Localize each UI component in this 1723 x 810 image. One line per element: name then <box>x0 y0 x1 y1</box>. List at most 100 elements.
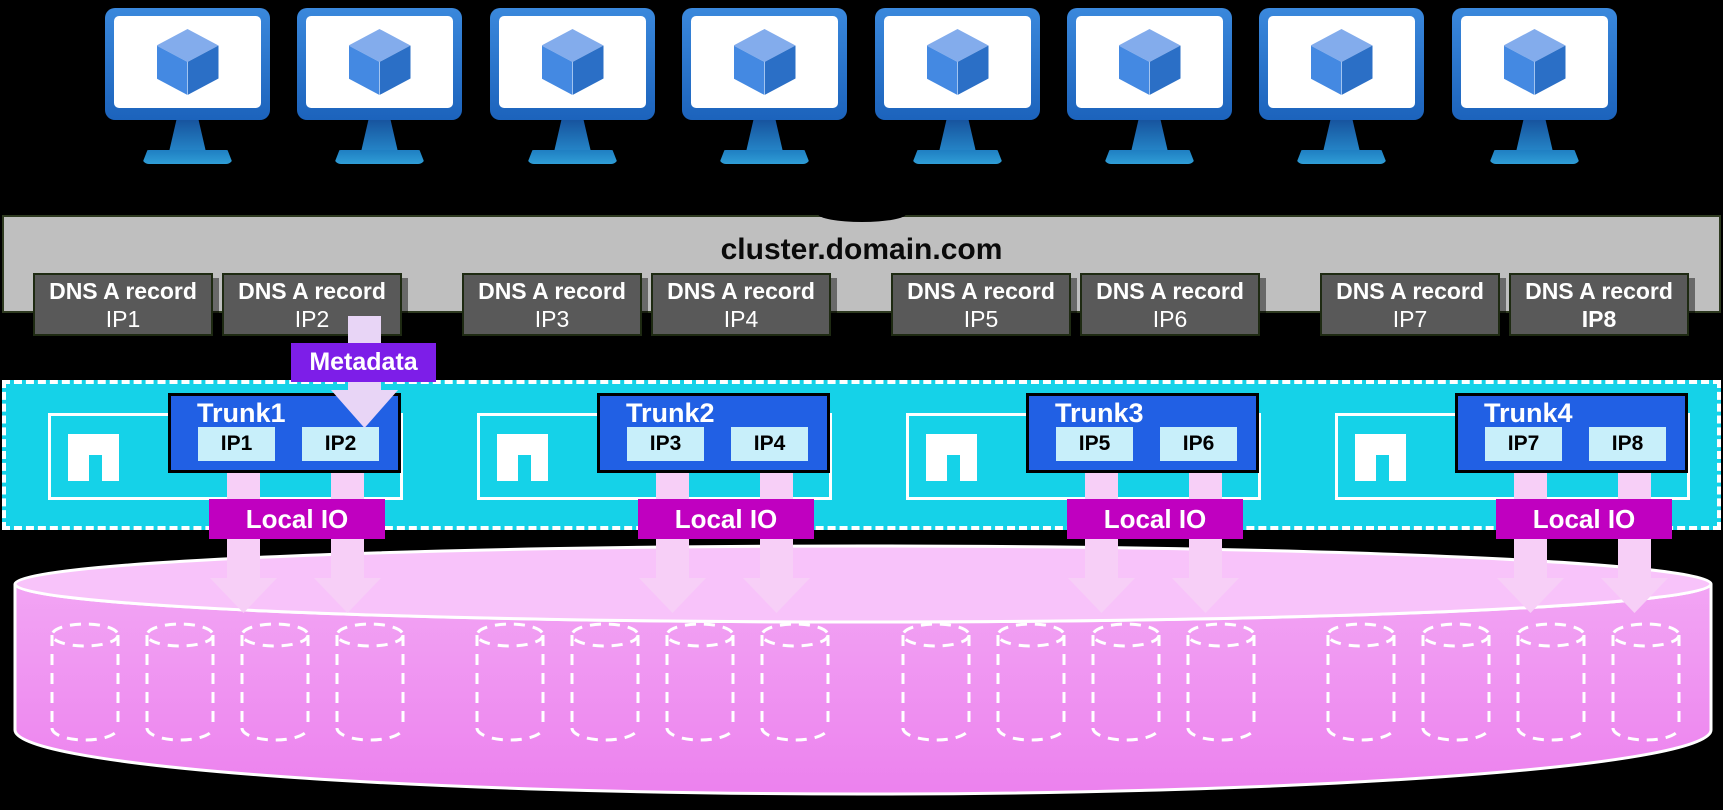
monitor-stand <box>361 120 398 152</box>
local-io-bar: Local IO <box>638 499 814 539</box>
netapp-logo-notch <box>1376 455 1389 481</box>
monitor-base <box>1489 150 1580 164</box>
metadata-box: Metadata <box>291 343 436 382</box>
io-arrow-shaft <box>1085 539 1118 580</box>
monitor-base <box>912 150 1003 164</box>
dns-a-record-box: DNS A record IP6 <box>1080 273 1260 336</box>
dns-record-label: DNS A record <box>1525 278 1673 304</box>
cluster-domain-title: cluster.domain.com <box>720 233 1003 266</box>
disk-cylinder-icon <box>665 622 735 742</box>
trunk-box: Trunk2 IP3 IP4 <box>597 393 830 473</box>
disk-cylinder-icon <box>901 622 971 742</box>
dns-record-ip: IP7 <box>1392 306 1428 332</box>
monitor-stand <box>939 120 976 152</box>
disk-cylinder-icon <box>335 622 405 742</box>
azure-vm-cube-icon <box>541 29 604 95</box>
trunk-box: Trunk3 IP5 IP6 <box>1026 393 1259 473</box>
dns-record-label: DNS A record <box>1096 278 1244 304</box>
vm-monitor <box>105 8 270 166</box>
vm-monitor <box>297 8 462 166</box>
dns-record-ip: IP6 <box>1152 306 1188 332</box>
dns-record-ip: IP1 <box>105 306 141 332</box>
vm-monitor <box>1452 8 1617 166</box>
monitor-stand <box>1131 120 1168 152</box>
netapp-logo-icon <box>926 434 977 481</box>
azure-vm-cube-icon <box>926 29 989 95</box>
netapp-logo-notch <box>947 455 960 481</box>
local-io-bar: Local IO <box>1496 499 1672 539</box>
netapp-logo-icon <box>497 434 548 481</box>
netapp-logo-icon <box>68 434 119 481</box>
ip-chip: IP4 <box>731 427 808 461</box>
monitor-screen <box>691 16 838 108</box>
monitor-screen <box>114 16 261 108</box>
disk-cylinder-icon <box>1516 622 1586 742</box>
disk-group <box>472 620 833 750</box>
dns-a-record-box: DNS A record IP8 <box>1509 273 1689 336</box>
metadata-label: Metadata <box>309 348 418 376</box>
disk-group <box>898 620 1259 750</box>
vm-monitor <box>682 8 847 166</box>
disk-group <box>1323 620 1684 750</box>
ip-chip: IP3 <box>627 427 704 461</box>
azure-vm-cube-icon <box>1503 29 1566 95</box>
io-arrow-shaft <box>656 539 689 580</box>
azure-vm-cube-icon <box>1310 29 1373 95</box>
disk-cylinder-icon <box>570 622 640 742</box>
io-arrow-shaft <box>1514 539 1547 580</box>
azure-vm-cube-icon <box>156 29 219 95</box>
dns-a-record-box: DNS A record IP5 <box>891 273 1071 336</box>
disk-cylinder-icon <box>1611 622 1681 742</box>
io-arrow-shaft <box>331 539 364 580</box>
netapp-logo-notch <box>518 455 531 481</box>
monitor-bezel <box>490 8 655 120</box>
vm-monitor <box>1259 8 1424 166</box>
ip-chip: IP8 <box>1589 427 1666 461</box>
monitor-bezel <box>1452 8 1617 120</box>
trunk-name: Trunk2 <box>626 398 715 428</box>
monitor-stand <box>746 120 783 152</box>
dns-record-label: DNS A record <box>238 278 386 304</box>
monitor-bezel <box>875 8 1040 120</box>
pool-top-face <box>13 544 1713 624</box>
monitor-screen <box>306 16 453 108</box>
trunk-name: Trunk3 <box>1055 398 1144 428</box>
monitor-base <box>1296 150 1387 164</box>
vm-monitor <box>490 8 655 166</box>
monitor-base <box>334 150 425 164</box>
monitor-screen <box>1461 16 1608 108</box>
dns-record-ip: IP4 <box>723 306 759 332</box>
disk-group <box>47 620 408 750</box>
dns-record-ip: IP3 <box>534 306 570 332</box>
ip-chip: IP7 <box>1485 427 1562 461</box>
dns-record-ip: IP8 <box>1581 306 1617 332</box>
dns-a-record-box: DNS A record IP3 <box>462 273 642 336</box>
brace-notch-decoration <box>818 206 906 222</box>
local-io-bar: Local IO <box>1067 499 1243 539</box>
monitor-base <box>719 150 810 164</box>
dns-record-ip: IP2 <box>294 306 330 332</box>
dns-record-label: DNS A record <box>478 278 626 304</box>
monitor-base <box>527 150 618 164</box>
dns-a-record-box: DNS A record IP7 <box>1320 273 1500 336</box>
disk-cylinder-icon <box>1326 622 1396 742</box>
monitor-bezel <box>1067 8 1232 120</box>
monitor-screen <box>884 16 1031 108</box>
monitor-bezel <box>1259 8 1424 120</box>
disk-cylinder-icon <box>760 622 830 742</box>
netapp-logo-notch <box>89 455 102 481</box>
disk-cylinder-icon <box>1421 622 1491 742</box>
ip-chip: IP5 <box>1056 427 1133 461</box>
netapp-logo-icon <box>1355 434 1406 481</box>
io-arrow-shaft <box>760 539 793 580</box>
dns-a-record-box: DNS A record IP4 <box>651 273 831 336</box>
disk-cylinder-icon <box>240 622 310 742</box>
monitor-stand <box>169 120 206 152</box>
disk-cylinder-icon <box>1091 622 1161 742</box>
monitor-screen <box>1268 16 1415 108</box>
trunk-name: Trunk1 <box>197 398 286 428</box>
ip-chip: IP2 <box>302 427 379 461</box>
disk-cylinder-icon <box>1186 622 1256 742</box>
trunk-box: Trunk4 IP7 IP8 <box>1455 393 1688 473</box>
